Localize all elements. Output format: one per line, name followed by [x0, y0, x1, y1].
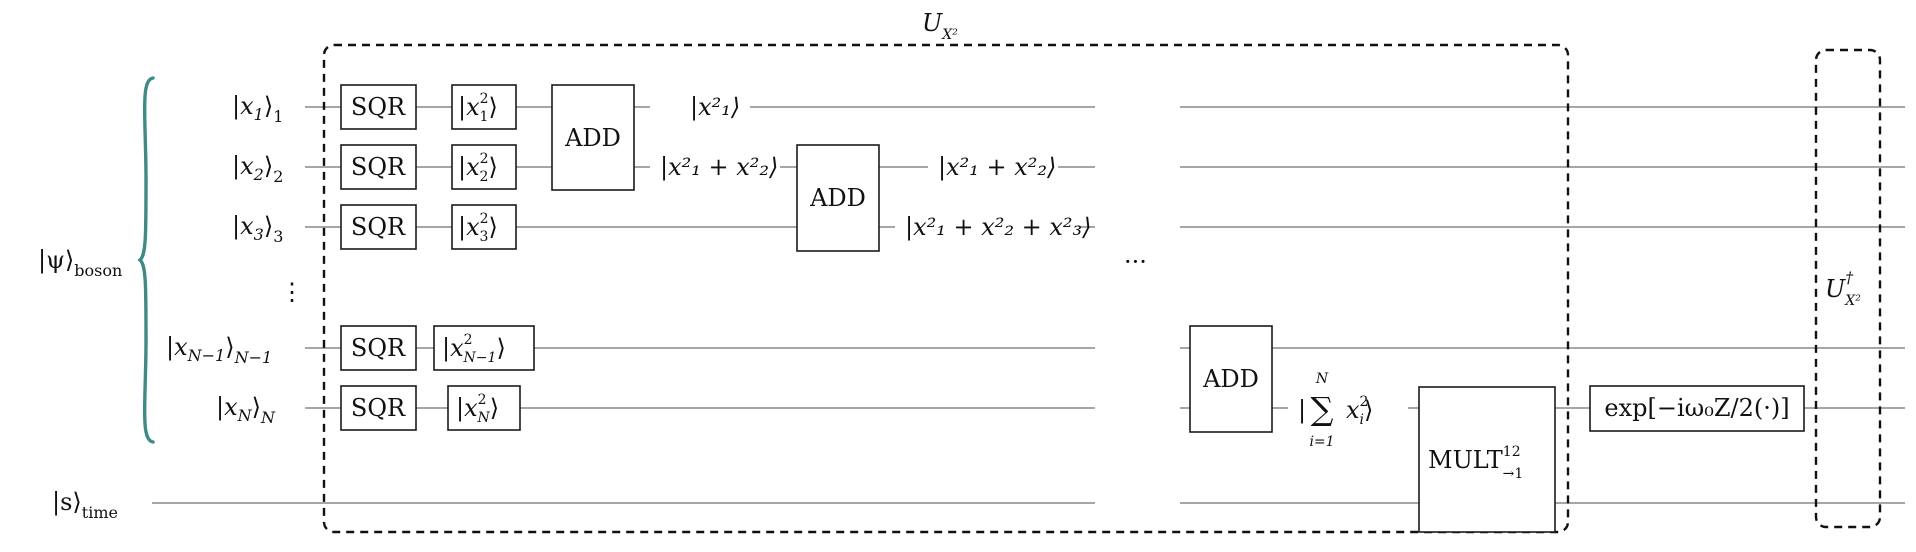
- add-gate-1: ADD: [551, 84, 635, 191]
- svg-text:SQR: SQR: [351, 334, 406, 362]
- vertical-ellipsis: ⋮: [280, 278, 304, 306]
- svg-text:SQR: SQR: [351, 213, 406, 241]
- sqr-gate-n: SQR: [340, 385, 417, 431]
- intermediate-label-d: |x²₁ + x²₂ + x²₃⟩: [905, 213, 1092, 242]
- svg-text:|x2N⟩: |x2N⟩: [456, 392, 499, 426]
- svg-text:SQR: SQR: [351, 93, 406, 121]
- svg-text:MULT12→1: MULT12→1: [1428, 444, 1523, 482]
- dagger-label-mask: [1818, 270, 1878, 315]
- exp-gate: exp[−iω₀Z/2(·)]: [1589, 385, 1805, 432]
- input-ket-1: |x1⟩1: [232, 92, 283, 126]
- unitary-dagger-title: U†X²: [1825, 268, 1861, 309]
- register-boson-label: |ψ⟩boson: [38, 246, 122, 280]
- input-ket-n: |xN⟩N: [216, 393, 276, 427]
- intermediate-label-c: |x²₁ + x²₂⟩: [938, 153, 1056, 182]
- input-ket-3: |x3⟩3: [232, 212, 283, 246]
- mask-a: [650, 90, 750, 124]
- horizontal-ellipsis: ···: [1124, 248, 1147, 276]
- svg-text:N: N: [1315, 371, 1329, 387]
- svg-text:ADD: ADD: [1202, 365, 1259, 393]
- svg-text:exp[−iω₀Z/2(·)]: exp[−iω₀Z/2(·)]: [1604, 394, 1789, 422]
- input-ket-2: |x2⟩2: [232, 152, 283, 186]
- svg-text:ADD: ADD: [564, 124, 621, 152]
- boson-register-brace: [137, 76, 155, 444]
- input-labels: |x1⟩1 |x2⟩2 |x3⟩3 ⋮ |xN−1⟩N−1 |xN⟩N: [166, 92, 304, 427]
- svg-text:i=1: i=1: [1309, 434, 1334, 450]
- add-gate-2: ADD: [796, 144, 880, 252]
- unitary-title: UX²: [922, 9, 958, 43]
- register-time-label: |s⟩time: [52, 488, 118, 522]
- sqr-gates: SQR SQR SQR SQR SQR: [340, 84, 417, 431]
- svg-text:x2i⟩: x2i⟩: [1346, 394, 1373, 428]
- svg-text:|x22⟩: |x22⟩: [458, 151, 498, 185]
- sqr-gate-n-minus-1: SQR: [340, 325, 417, 371]
- intermediate-label-a: |x²₁⟩: [690, 93, 740, 122]
- svg-text:|x21⟩: |x21⟩: [458, 91, 498, 125]
- svg-text:SQR: SQR: [351, 153, 406, 181]
- mask-b: [650, 150, 780, 184]
- sqr-gate-2: SQR: [340, 144, 417, 190]
- input-ket-n-minus-1: |xN−1⟩N−1: [166, 333, 272, 367]
- svg-text:∑: ∑: [1311, 390, 1334, 428]
- svg-text:ADD: ADD: [809, 184, 866, 212]
- svg-text:|: |: [1298, 396, 1306, 425]
- unitary-dagger-box: [1814, 48, 1882, 529]
- mask-sum: [1288, 370, 1408, 450]
- mult-gate: MULT12→1: [1418, 386, 1556, 533]
- svg-text:SQR: SQR: [351, 394, 406, 422]
- sqr-gate-1: SQR: [340, 84, 417, 130]
- sqr-gate-3: SQR: [340, 204, 417, 250]
- add-gate-final: ADD: [1189, 325, 1273, 433]
- unitary-box: [322, 43, 1570, 534]
- mask-c: [928, 150, 1058, 184]
- svg-text:|x2N−1⟩: |x2N−1⟩: [442, 332, 506, 366]
- svg-text:|x23⟩: |x23⟩: [458, 211, 498, 245]
- mask-d: [895, 210, 1080, 244]
- intermediate-label-b: |x²₁ + x²₂⟩: [660, 153, 778, 182]
